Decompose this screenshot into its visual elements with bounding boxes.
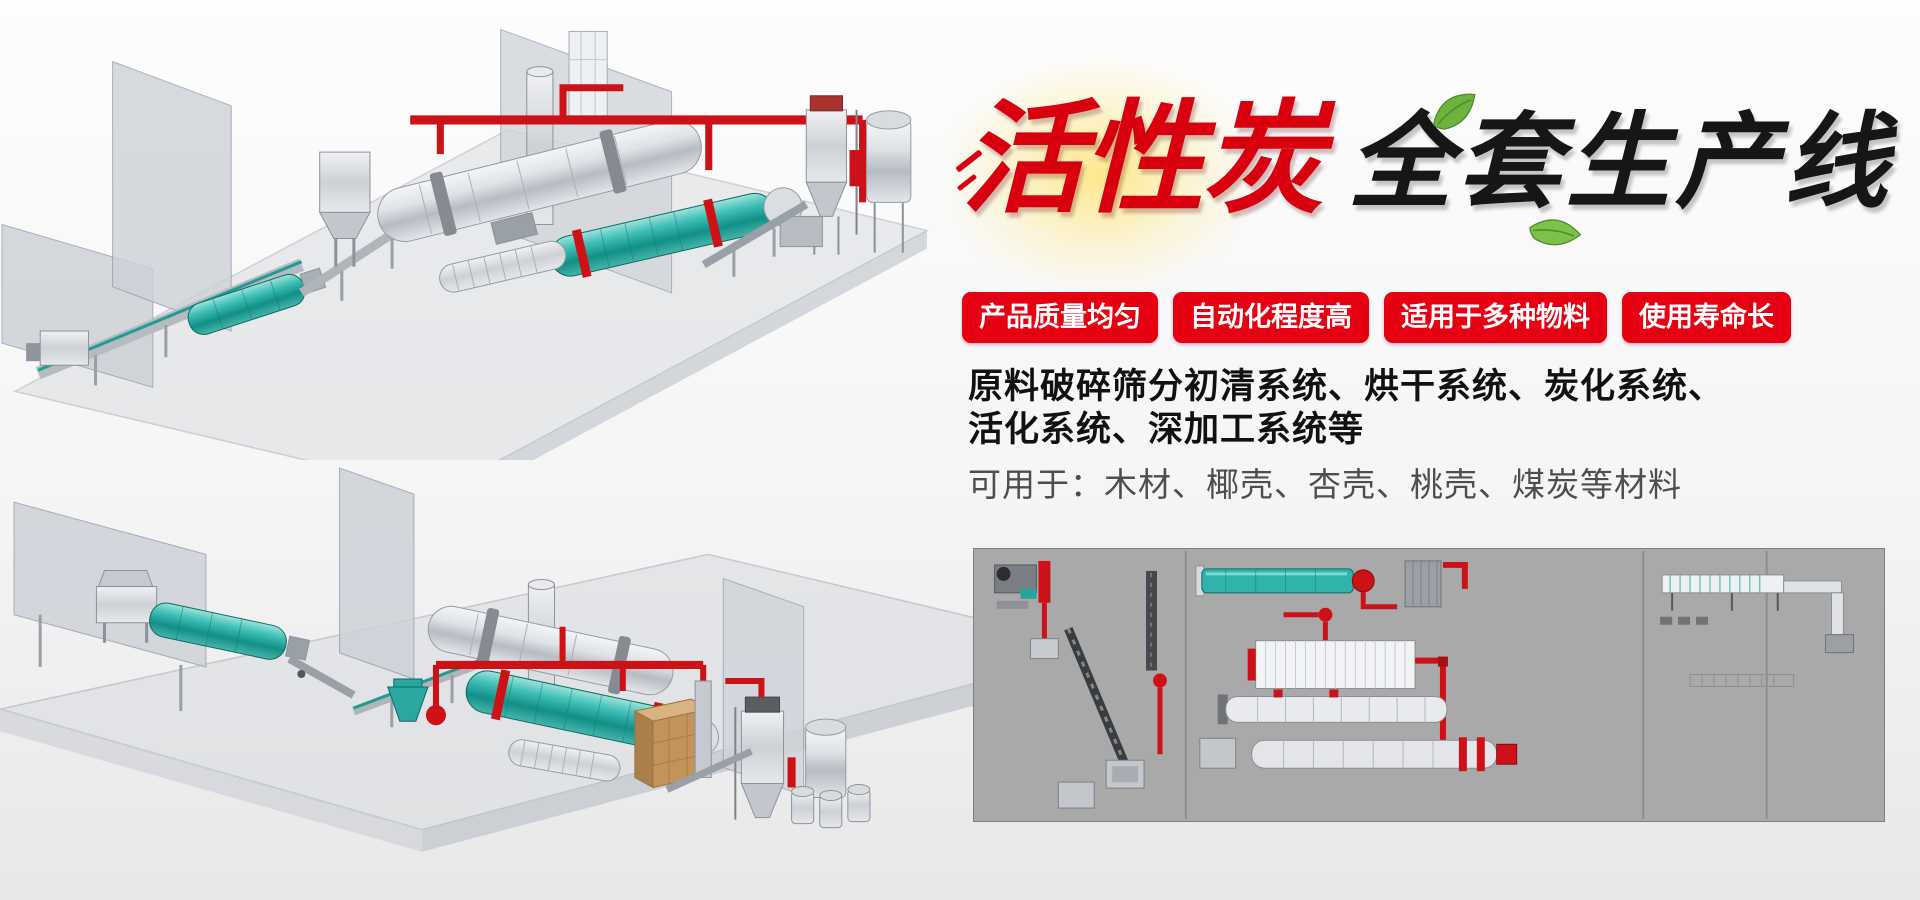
lattice-tower bbox=[568, 30, 608, 117]
badge-materials: 适用于多种物料 bbox=[1384, 292, 1607, 343]
render-3d-bottom bbox=[0, 458, 1105, 900]
screening-drum bbox=[149, 602, 311, 661]
production-line-render-top bbox=[1, 28, 930, 460]
discharge-conveyor bbox=[665, 748, 753, 793]
badge-lifespan: 使用寿命长 bbox=[1622, 292, 1791, 343]
discharge-conveyor bbox=[701, 200, 809, 277]
ribbed-cooler bbox=[439, 240, 567, 293]
teal-hopper bbox=[387, 678, 429, 722]
system-description-line2: 活化系统、深加工系统等 bbox=[968, 409, 1365, 449]
applicable-materials: 可用于：木材、椰壳、杏壳、桃壳、煤炭等材料 bbox=[968, 466, 1682, 503]
furnace-cluster bbox=[725, 677, 871, 829]
panel-seams bbox=[1184, 550, 1768, 820]
render-3d-top bbox=[0, 0, 940, 460]
hero-content: 活性炭 全套生产线 产品质量均匀 自动化程度高 适用于多种物料 使用寿命长 原料… bbox=[940, 0, 1920, 900]
red-riser-pipe bbox=[1153, 673, 1167, 755]
feeder-unit bbox=[95, 570, 158, 643]
schematic-top-view bbox=[974, 549, 1884, 821]
leaf-icon bbox=[1529, 219, 1582, 246]
control-box bbox=[1057, 781, 1095, 809]
furnace-cluster bbox=[779, 95, 912, 255]
striped-filter-unit bbox=[1404, 560, 1468, 608]
leaf-icon bbox=[1432, 93, 1476, 130]
title-glow bbox=[940, 55, 1260, 295]
carbonization-cylinder bbox=[1217, 689, 1448, 725]
feature-badges: 产品质量均匀 自动化程度高 适用于多种物料 使用寿命长 bbox=[962, 292, 1791, 343]
title-red-text: 活性炭 bbox=[962, 91, 1324, 227]
system-description: 原料破碎筛分初清系统、烘干系统、炭化系统、 活化系统、深加工系统等 bbox=[968, 366, 1724, 451]
red-pump bbox=[425, 705, 447, 726]
main-title: 活性炭 全套生产线 bbox=[962, 92, 1912, 226]
bucket-elevator bbox=[694, 680, 712, 778]
schematic-diagram bbox=[973, 548, 1885, 822]
rotary-dryer-cylinder bbox=[377, 119, 702, 246]
badge-quality: 产品质量均匀 bbox=[962, 292, 1158, 343]
inclined-conveyor bbox=[1064, 626, 1145, 789]
dryer-drum-teal bbox=[1195, 565, 1398, 610]
activation-cylinder bbox=[1199, 737, 1518, 772]
system-description-line1: 原料破碎筛分初清系统、烘干系统、炭化系统、 bbox=[968, 367, 1725, 406]
feed-hopper bbox=[318, 151, 371, 267]
center-valve bbox=[1283, 607, 1333, 641]
production-line-render-bottom bbox=[0, 467, 1105, 852]
plate-heat-exchanger bbox=[1247, 640, 1448, 747]
red-piping bbox=[410, 84, 867, 203]
crusher-station bbox=[994, 560, 1059, 660]
ribbed-cooler bbox=[508, 739, 621, 782]
badge-automation: 自动化程度高 bbox=[1173, 292, 1369, 343]
feed-conveyor bbox=[26, 258, 305, 386]
packing-line-right bbox=[1660, 574, 1854, 687]
vertical-conveyor bbox=[1146, 570, 1157, 671]
